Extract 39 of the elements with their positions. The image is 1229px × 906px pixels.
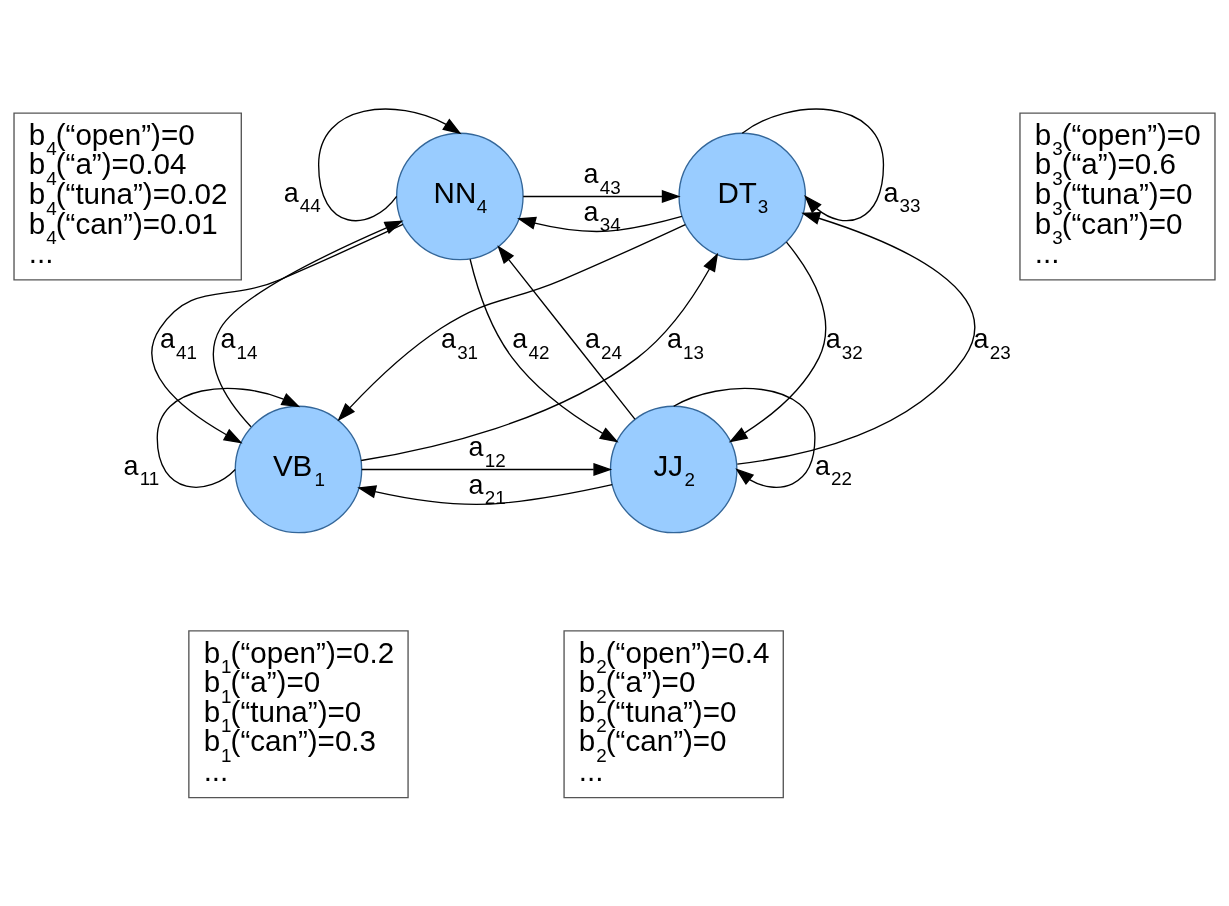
node-box: b$_{3}$(“open”)=0 b$_{3}$(“a”)=0.6 b$_{3}$(“tuna”)=0 b$_{3}$(“can”)=0 ... xyxy=(1019,112,1216,281)
arrow xyxy=(736,212,976,465)
node-circle: VB$_{1}$ xyxy=(234,405,363,534)
edge-label: a$_{12}$ xyxy=(468,432,506,471)
arrow xyxy=(361,462,613,477)
edge-label: a$_{24}$ xyxy=(584,324,622,363)
edge-label: a$_{34}$ xyxy=(583,196,621,236)
edge-label: a$_{41}$ xyxy=(159,324,198,363)
arrow xyxy=(469,258,619,443)
arrow xyxy=(337,223,686,422)
arrow xyxy=(728,241,827,443)
arrow xyxy=(673,387,816,488)
arrow xyxy=(156,387,301,488)
arrow xyxy=(317,108,462,222)
edge-label: a$_{32}$ xyxy=(825,324,863,363)
arrow xyxy=(522,189,681,204)
edge-label: a$_{23}$ xyxy=(973,324,1011,363)
node-box: b$_{4}$(“open”)=0 b$_{4}$(“a”)=0.04 b$_{4}$(“tuna”)=0.02 b$_{4}$(“can”)=0.01 ... xyxy=(13,112,242,281)
arrow xyxy=(360,252,719,462)
arrow xyxy=(212,220,404,428)
arrow xyxy=(497,245,636,420)
arrow xyxy=(151,223,404,444)
edge-label: a$_{44}$ xyxy=(283,177,321,217)
edge-label: a$_{13}$ xyxy=(666,324,705,363)
node-box: b$_{2}$(“open”)=0.4 b$_{2}$(“a”)=0 b$_{2}$(“tuna”)=0 b$_{2}$(“can”)=0 ... xyxy=(563,630,784,799)
edge-label: a$_{42}$ xyxy=(512,324,550,363)
edge-label: a$_{22}$ xyxy=(814,450,852,490)
node-circle: JJ$_{2}$ xyxy=(609,405,738,534)
arrow xyxy=(357,483,613,505)
edge-label: a$_{11}$ xyxy=(123,450,160,490)
arrow xyxy=(517,215,683,233)
node-circle: DT$_{3}$ xyxy=(678,132,807,261)
edge-label: a$_{33}$ xyxy=(883,177,921,217)
node-box: b$_{1}$(“open”)=0.2 b$_{1}$(“a”)=0 b$_{1}$(“tuna”)=0 b$_{1}$(“can”)=0.3 ... xyxy=(188,630,409,799)
edge-label: a$_{43}$ xyxy=(583,159,621,198)
arrow xyxy=(741,108,885,222)
edge-label: a$_{14}$ xyxy=(220,324,258,363)
edge-label: a$_{31}$ xyxy=(441,324,479,363)
node-circle: NN$_{4}$ xyxy=(395,132,524,261)
